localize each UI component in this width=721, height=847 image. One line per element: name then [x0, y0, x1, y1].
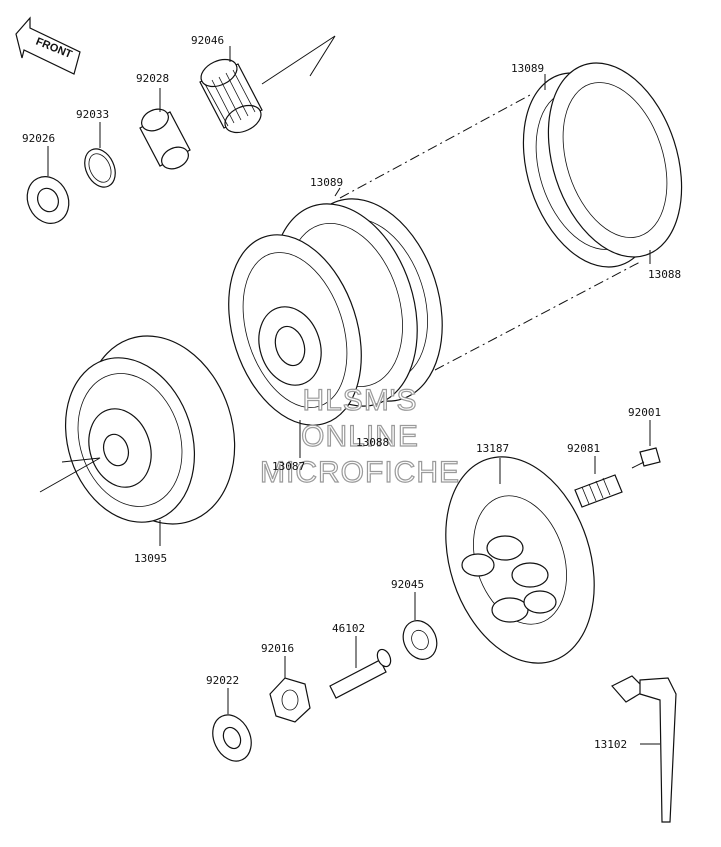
watermark-line-2: ONLINE: [301, 420, 419, 453]
label-92022: 92022: [206, 674, 239, 687]
label-13187: 13187: [476, 442, 509, 455]
label-92028: 92028: [136, 72, 169, 85]
pressure-plate-13187: [445, 456, 595, 664]
label-13089-mid: 13089: [310, 176, 343, 189]
friction-plate-13089-right: [522, 62, 683, 268]
clutch-hub-13087: [228, 234, 362, 458]
pushrod-46102: [329, 636, 392, 699]
label-92026: 92026: [22, 132, 55, 145]
front-arrow-icon: FRONT: [15, 16, 81, 75]
nut-92016: [269, 656, 311, 723]
label-92046: 92046: [191, 34, 224, 47]
label-92033: 92033: [76, 108, 109, 121]
label-92001: 92001: [628, 406, 661, 419]
needle-bearing-92046: [199, 35, 336, 134]
label-13089-top: 13089: [511, 62, 544, 75]
watermark-line-3: MICROFICHE: [260, 456, 460, 489]
circlip-92033: [84, 122, 116, 188]
label-92081: 92081: [567, 442, 600, 455]
label-46102: 46102: [332, 622, 365, 635]
label-13087: 13087: [272, 460, 305, 473]
label-13102: 13102: [594, 738, 627, 751]
label-92016: 92016: [261, 642, 294, 655]
ball-bearing-92045: [402, 592, 438, 660]
watermark-line-1: HLSM'S: [302, 384, 417, 417]
bolt-92001: [631, 420, 661, 469]
release-shaft-13102: [611, 675, 677, 823]
sleeve-92028: [139, 88, 191, 170]
washer-92026: [26, 146, 70, 224]
label-92045: 92045: [391, 578, 424, 591]
watermark: HLSM'S ONLINE MICROFICHE: [259, 383, 460, 489]
label-13095: 13095: [134, 552, 167, 565]
label-13088-mid: 13088: [356, 436, 389, 449]
washer-92022: [212, 688, 252, 762]
label-13088-right: 13088: [648, 268, 681, 281]
clutch-spring-92081: [574, 456, 623, 508]
clutch-housing-13095: [39, 335, 236, 546]
